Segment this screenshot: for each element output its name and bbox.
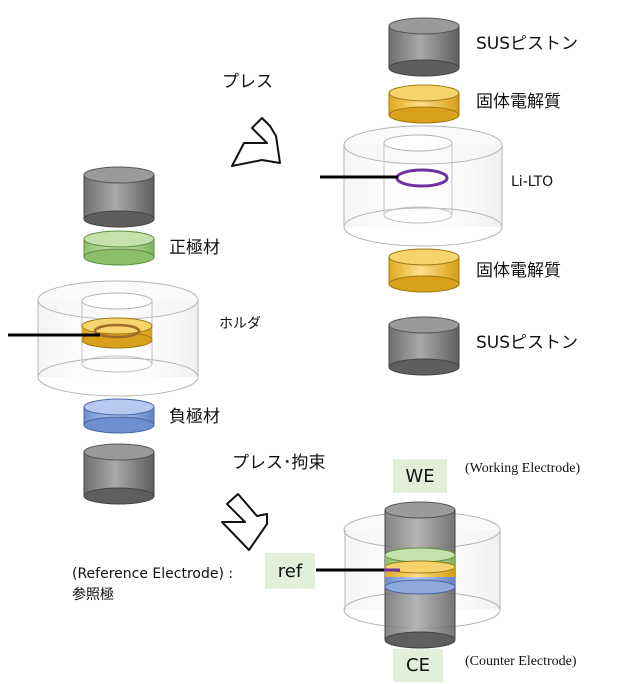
li-lto-label: Li-LTO — [511, 174, 554, 190]
ce-description: (Counter Electrode) — [465, 654, 577, 669]
sus-piston-bottom — [388, 316, 460, 376]
sus-piston-bottom-label: SUSピストン — [476, 333, 579, 353]
we-description: (Working Electrode) — [465, 461, 581, 476]
ref-label-box: ref — [265, 553, 315, 589]
holder-label: ホルダ — [219, 316, 261, 332]
negative-material-label: 負極材 — [169, 407, 220, 427]
press-arrow-icon — [231, 117, 281, 167]
piston-top-left — [83, 166, 155, 228]
we-label-box: WE — [393, 459, 447, 493]
li-lto-holder — [320, 125, 503, 247]
solid-electrolyte-top — [388, 84, 460, 124]
sus-piston-top-label: SUSピストン — [476, 34, 579, 54]
ce-label-box: CE — [393, 649, 443, 682]
negative-electrode-disc — [83, 398, 155, 434]
solid-electrolyte-bottom — [388, 248, 460, 293]
solid-electrolyte-bottom-label: 固体電解質 — [476, 261, 561, 281]
solid-electrolyte-top-label: 固体電解質 — [476, 92, 561, 112]
press-label: プレス — [222, 72, 273, 92]
holder-left — [8, 280, 199, 397]
positive-material-label: 正極材 — [169, 238, 220, 258]
press-restraint-arrow-icon — [221, 493, 268, 551]
assembled-cell — [316, 501, 501, 649]
ref-description: (Reference Electrode) : — [72, 566, 234, 582]
positive-electrode-disc — [83, 230, 155, 266]
press-restraint-label: プレス･拘束 — [232, 453, 326, 473]
ref-japanese-label: 参照極 — [72, 587, 114, 603]
sus-piston-top — [388, 17, 460, 77]
piston-bottom-left — [83, 443, 155, 505]
